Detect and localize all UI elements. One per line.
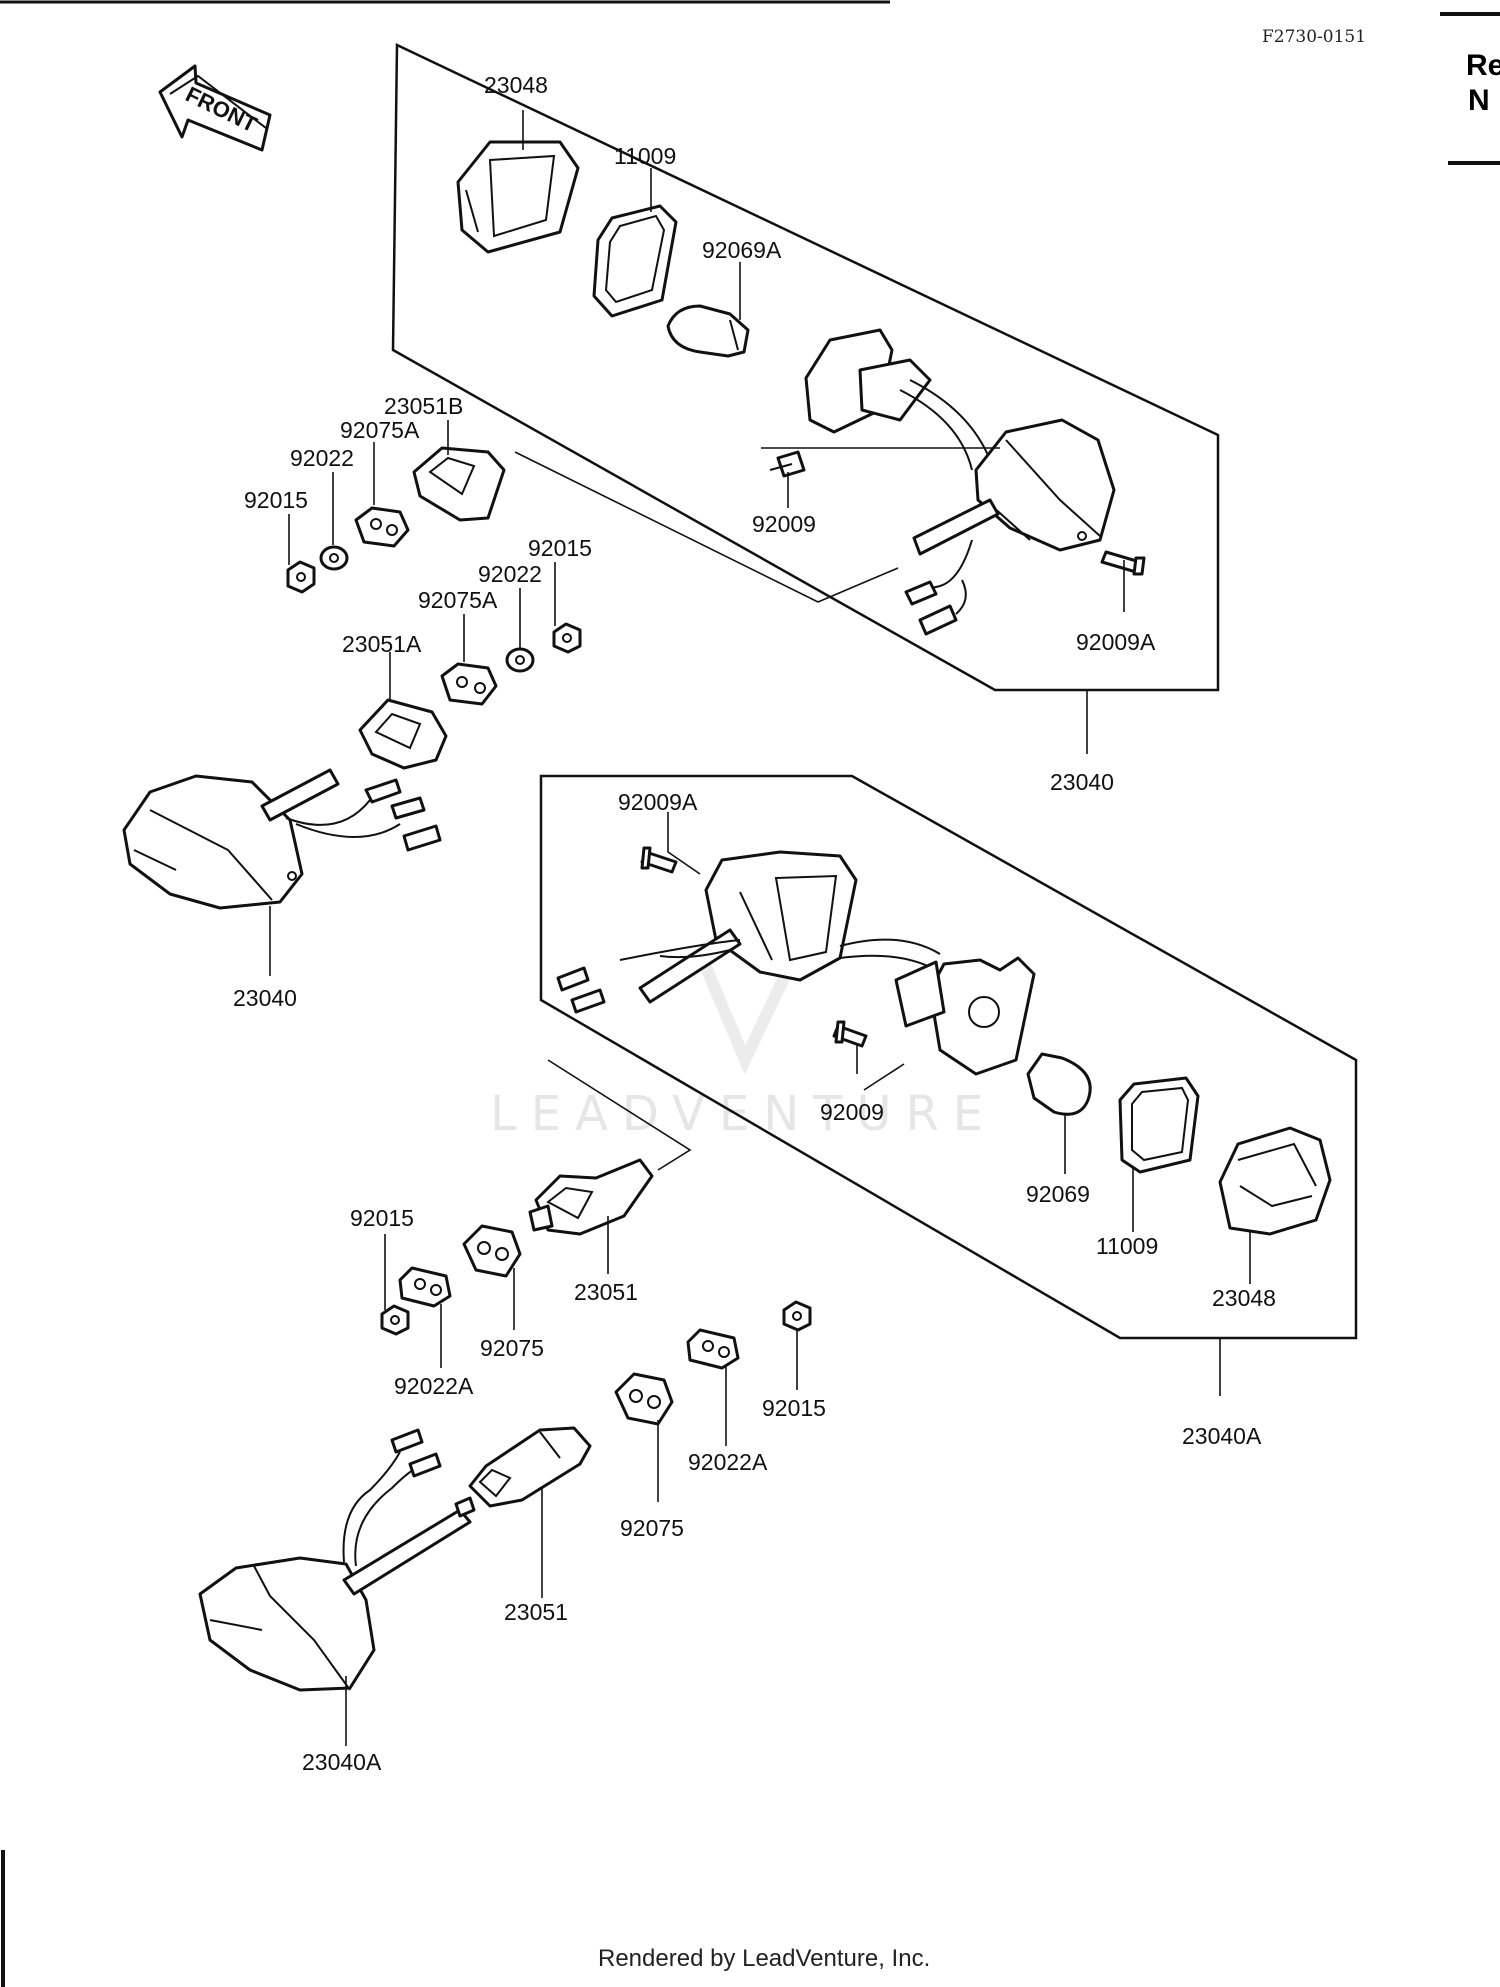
nut-92015-mid — [552, 622, 582, 654]
callout-92022A-lower: 92022A — [688, 1449, 768, 1475]
grommet-92075A-mid — [440, 662, 498, 706]
screw-92009-upper — [769, 450, 806, 478]
callout-92015-lower-left: 92015 — [350, 1205, 414, 1231]
housing-base-upper — [804, 328, 991, 471]
callout-23040-left: 23040 — [233, 985, 297, 1011]
callout-92075A-upper: 92075A — [340, 417, 420, 443]
grommet-92075-upper — [462, 1224, 522, 1278]
lens-23048-upper — [456, 140, 580, 254]
leader-lines — [269, 110, 1251, 1746]
link-line-lower — [547, 1059, 692, 1171]
side-text-2: N — [1468, 84, 1490, 117]
washer-92022-mid — [505, 647, 535, 673]
mount-rubber-23051A — [358, 698, 448, 770]
callout-92022-upper: 92022 — [290, 445, 354, 471]
front-arrow-icon: FRONT — [158, 64, 272, 152]
footer-credit: Rendered by LeadVenture, Inc. — [598, 1945, 930, 1972]
callout-92015-lower-right: 92015 — [762, 1395, 826, 1421]
mount-rubber-23051-lower — [468, 1426, 592, 1508]
callout-23040A-left: 23040A — [302, 1749, 382, 1775]
callout-92009-lower: 92009 — [820, 1099, 884, 1125]
washer-92022-upper — [319, 545, 349, 571]
diagram-code: F2730-0151 — [1262, 27, 1366, 47]
callout-23040A-right: 23040A — [1182, 1423, 1262, 1449]
callout-23051-lower: 23051 — [504, 1599, 568, 1625]
mount-rubber-23051-upper — [528, 1158, 654, 1236]
screw-92009A-lower — [640, 846, 678, 874]
callout-23048-upper: 23048 — [484, 72, 548, 98]
assembly-frame-23040 — [391, 43, 1220, 692]
link-line-upper — [514, 451, 899, 603]
lens-23048-lower — [1218, 1126, 1332, 1236]
turn-signal-body-upper — [904, 418, 1116, 636]
turn-signal-23040-left — [122, 768, 442, 910]
screw-92009A-upper — [1100, 550, 1146, 576]
nut-92015-lower-left — [380, 1304, 410, 1336]
callout-92015-upper: 92015 — [244, 487, 308, 513]
callout-92069A: 92069A — [702, 237, 782, 263]
plate-92022A-lower — [686, 1328, 740, 1370]
gasket-11009-lower — [1118, 1076, 1200, 1174]
callout-23051B: 23051B — [384, 393, 463, 419]
callout-92022A-upper: 92022A — [394, 1373, 474, 1399]
callout-labels: 23048 11009 92069A 23051B 92075A 92022 9… — [233, 72, 1276, 1775]
bulb-92069 — [1026, 1052, 1092, 1116]
gasket-11009-upper — [592, 204, 678, 318]
bulb-92069A — [666, 304, 750, 358]
watermark: LEADVENTURE — [490, 1086, 997, 1142]
grommet-92075-lower — [614, 1372, 674, 1426]
assembly-frame-23040A — [539, 774, 1358, 1340]
callout-92075A-mid: 92075A — [418, 587, 498, 613]
callout-92015-mid: 92015 — [528, 535, 592, 561]
callout-23051A: 23051A — [342, 631, 422, 657]
nut-92015-upper — [286, 560, 316, 594]
housing-base-lower — [894, 956, 1036, 1076]
nut-92015-lower-right — [782, 1300, 812, 1332]
plate-92022A-upper — [398, 1266, 452, 1308]
callout-92009A-upper: 92009A — [1076, 629, 1156, 655]
watermark-logo — [699, 962, 796, 1075]
callout-92075-lower: 92075 — [620, 1515, 684, 1541]
callout-23040-right: 23040 — [1050, 769, 1114, 795]
callout-23048-lower: 23048 — [1212, 1285, 1276, 1311]
callout-11009-lower: 11009 — [1096, 1233, 1158, 1259]
mount-rubber-23051B — [412, 446, 506, 522]
callout-92022-mid: 92022 — [478, 561, 542, 587]
callout-23051-upper: 23051 — [574, 1279, 638, 1305]
turn-signal-23040A-lower — [198, 1428, 476, 1692]
grommet-92075A-upper — [354, 506, 410, 548]
screw-92009-lower — [832, 1020, 868, 1048]
callout-92069: 92069 — [1026, 1181, 1090, 1207]
turn-signal-body-lower — [556, 850, 941, 1014]
side-text-1: Re — [1466, 49, 1500, 82]
callout-11009-upper: 11009 — [614, 143, 676, 169]
callout-92075-upper: 92075 — [480, 1335, 544, 1361]
callout-92009-upper: 92009 — [752, 511, 816, 537]
callout-92009A-lower: 92009A — [618, 789, 698, 815]
